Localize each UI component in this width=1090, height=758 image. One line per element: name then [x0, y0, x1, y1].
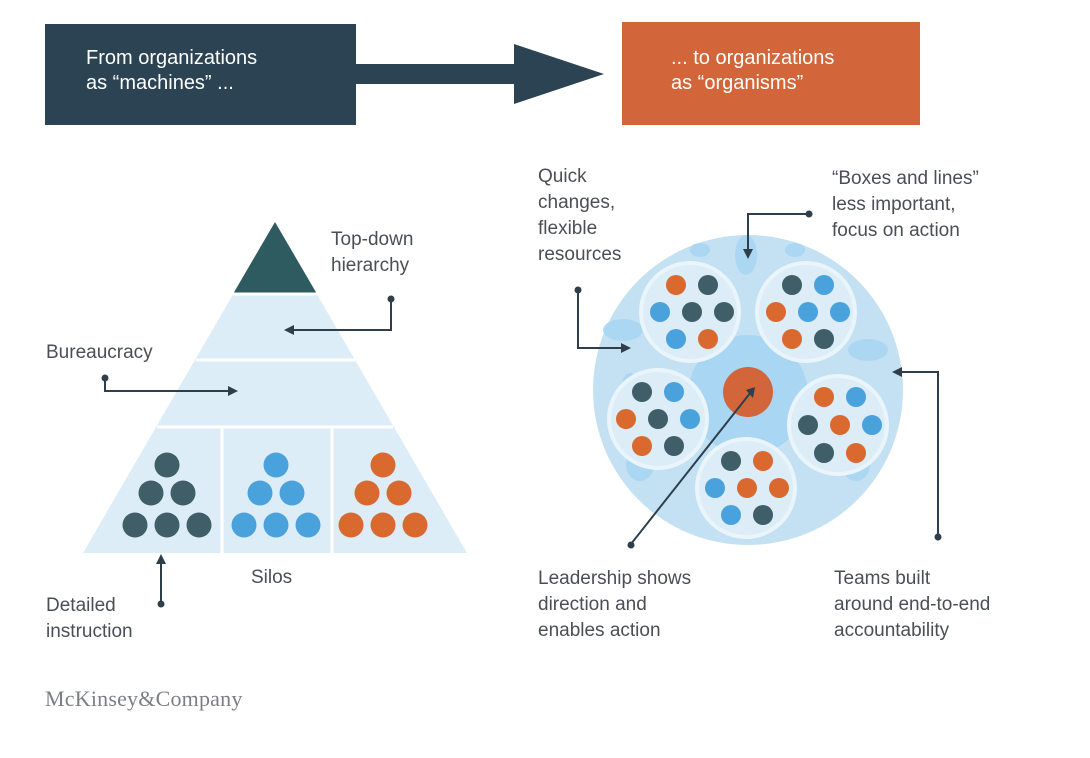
- boxes-line1: “Boxes and lines”: [832, 168, 979, 189]
- leadership-line2: direction and: [538, 594, 647, 615]
- top-down-connector: [290, 300, 392, 331]
- machines-box-line1: From organizations: [86, 47, 258, 69]
- machines-box: From organizations as “machines” ...: [45, 24, 356, 125]
- machines-box-line2: as “machines” ...: [86, 72, 234, 94]
- bureaucracy-text: Bureaucracy: [46, 342, 153, 363]
- teams-connector: [898, 371, 939, 535]
- teams-label: Teams built around end-to-end accountabi…: [834, 566, 990, 644]
- pyramid: [83, 222, 467, 553]
- boxes-line2: less important,: [832, 194, 956, 215]
- quick-line2: changes,: [538, 192, 616, 213]
- top-down-line2: hierarchy: [331, 255, 410, 276]
- team-pod-left: [607, 368, 709, 470]
- silo-blue: [231, 452, 321, 538]
- leadership-connector: [630, 391, 752, 545]
- mckinsey-logo: McKinsey&Company: [45, 686, 243, 711]
- top-down-label: Top-down hierarchy: [331, 227, 413, 279]
- boxes-connector: [747, 213, 808, 252]
- pyramid-apex: [233, 222, 317, 294]
- teams-line1: Teams built: [834, 568, 931, 589]
- boxes-line3: focus on action: [832, 220, 960, 241]
- silos-text: Silos: [251, 567, 293, 588]
- detailed-instruction-label: Detailed instruction: [46, 593, 133, 645]
- organisms-box-line2: as “organisms”: [671, 72, 804, 94]
- organisms-box-line1: ... to organizations: [671, 47, 835, 69]
- team-pod-right: [787, 374, 889, 476]
- leadership-line1: Leadership shows: [538, 568, 692, 589]
- team-pod-upper-left: [639, 261, 741, 363]
- organisms-box: ... to organizations as “organisms”: [622, 22, 920, 125]
- teams-line2: around end-to-end: [834, 594, 991, 615]
- silo-orange: [338, 452, 428, 538]
- quick-changes-label: Quick changes, flexible resources: [538, 164, 621, 268]
- top-down-line1: Top-down: [331, 229, 414, 250]
- detailed-line1: Detailed: [46, 595, 116, 616]
- quick-line3: flexible: [538, 218, 598, 239]
- bureaucracy-label: Bureaucracy: [46, 340, 153, 366]
- leadership-line3: enables action: [538, 620, 661, 641]
- leadership-label: Leadership shows direction and enables a…: [538, 566, 691, 644]
- transition-arrow: [355, 44, 604, 104]
- silo-dark: [122, 452, 212, 538]
- teams-line3: accountability: [834, 620, 950, 641]
- quick-line4: resources: [538, 244, 622, 265]
- silos-label: Silos: [251, 565, 292, 591]
- team-pod-upper-right: [755, 261, 857, 363]
- team-pod-bottom: [695, 437, 797, 539]
- boxes-and-lines-label: “Boxes and lines” less important, focus …: [832, 166, 979, 244]
- quick-line1: Quick: [538, 166, 587, 187]
- quick-connector: [577, 292, 624, 349]
- bureaucracy-connector: [104, 379, 232, 392]
- detailed-line2: instruction: [46, 621, 133, 642]
